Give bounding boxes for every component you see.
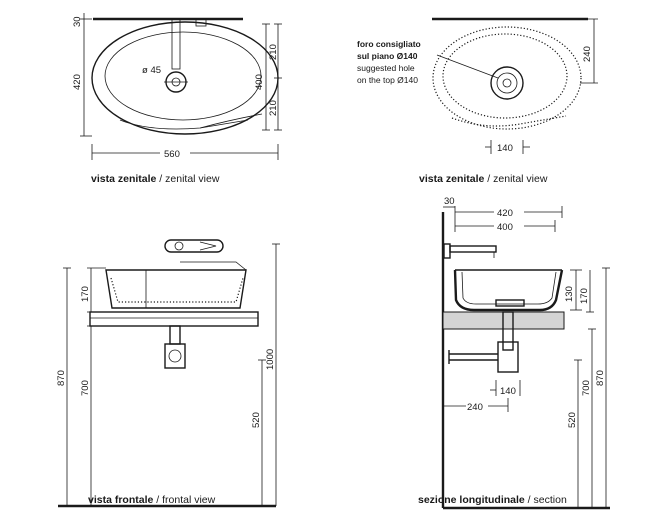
dim-420: 420	[72, 74, 83, 90]
caption-section-view: sezione longitudinale / section	[418, 494, 567, 506]
view-bottom-left: 170 870 700 1000 520 vista frontale / fr…	[56, 239, 280, 508]
dim-520-front: 520	[251, 412, 262, 428]
dim-240-section: 240	[467, 402, 483, 413]
dim-130-section: 130	[564, 286, 575, 302]
view-top-left: 30 420 ø 45 400 210 210 560 vista zenita…	[72, 13, 282, 185]
dim-560: 560	[164, 149, 180, 160]
dim-140-section: 140	[500, 386, 516, 397]
dim-700-section: 700	[581, 380, 592, 396]
dim-170-front: 170	[80, 286, 91, 302]
dim-170-section: 170	[579, 288, 590, 304]
dim-30-section: 30	[444, 196, 455, 207]
note-suggested-hole-it-2: sul piano Ø140	[357, 51, 418, 61]
note-suggested-hole-en-2: on the top Ø140	[357, 75, 418, 85]
dim-30: 30	[72, 16, 83, 27]
caption-zenital-view-left: vista zenitale / zenital view	[91, 173, 220, 185]
dim-1000-front: 1000	[265, 349, 276, 370]
dim-520-section: 520	[567, 412, 578, 428]
dim-140-hole: 140	[497, 143, 513, 154]
dim-870-section: 870	[595, 370, 606, 386]
view-bottom-right: 30 420 400 130 170 140 240 520	[418, 196, 610, 510]
dim-210-lower: 210	[268, 100, 279, 116]
view-top-right: foro consigliato sul piano Ø140 suggeste…	[357, 17, 598, 185]
dim-420-section: 420	[497, 208, 513, 219]
dim-700-front: 700	[80, 380, 91, 396]
dim-870-front: 870	[56, 370, 67, 386]
note-suggested-hole-it-1: foro consigliato	[357, 39, 421, 49]
caption-zenital-view-right: vista zenitale / zenital view	[419, 173, 548, 185]
dim-drain-diameter: ø 45	[142, 65, 161, 76]
dim-400-section: 400	[497, 222, 513, 233]
caption-frontal-view: vista frontale / frontal view	[88, 494, 216, 506]
note-suggested-hole-en-1: suggested hole	[357, 63, 415, 73]
dim-240-hole: 240	[582, 46, 593, 62]
dim-400: 400	[254, 74, 265, 90]
dim-210-upper: 210	[268, 44, 279, 60]
